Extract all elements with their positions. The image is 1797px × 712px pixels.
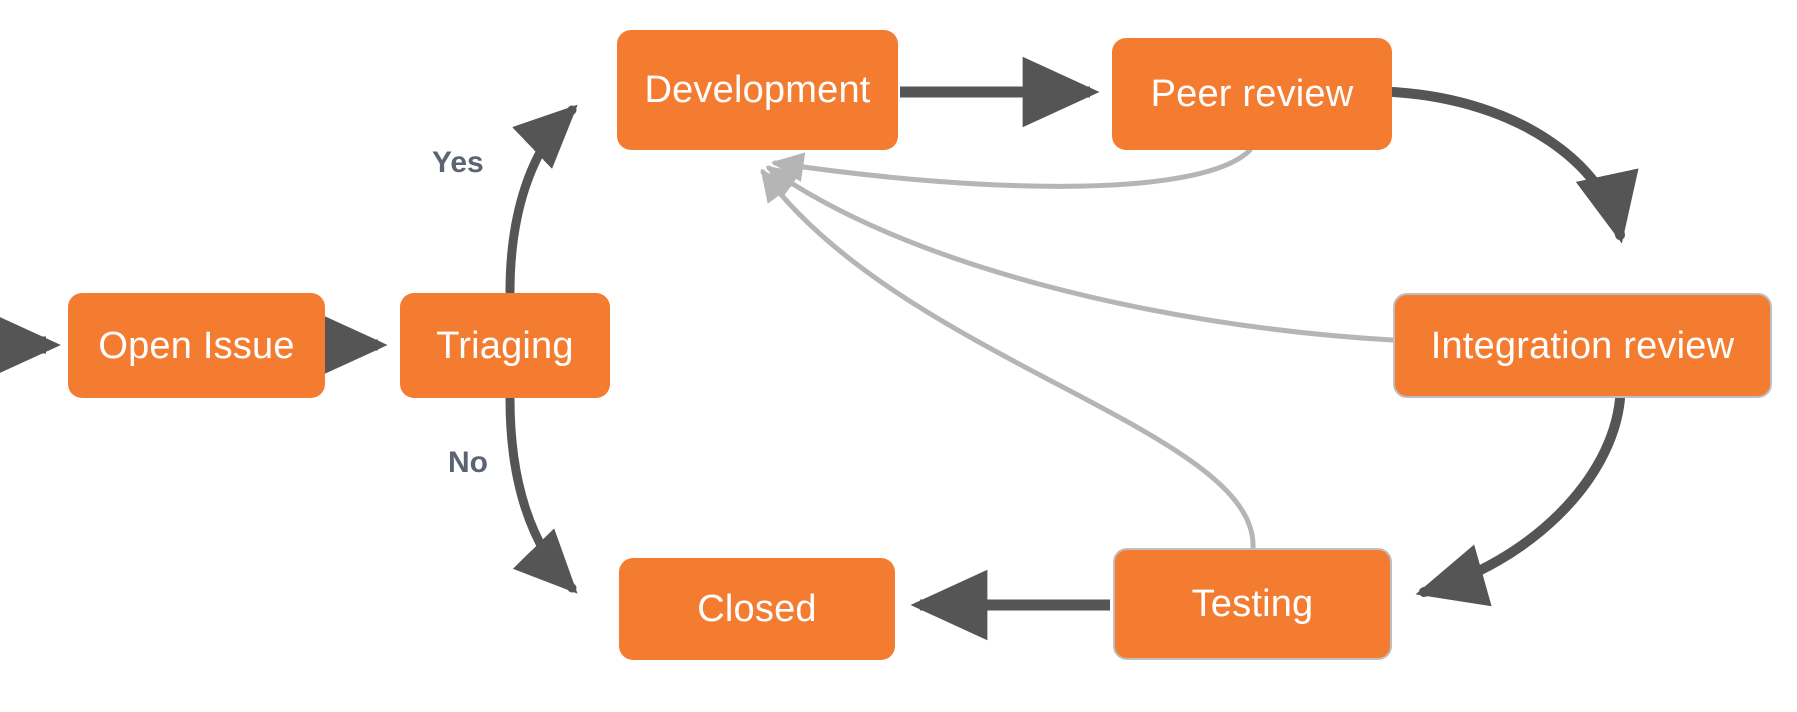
edge-triaging-to-development — [505, 104, 578, 297]
edge-triaging-to-closed — [505, 394, 578, 594]
node-label: Testing — [1191, 583, 1314, 625]
edge-label-no: No — [448, 446, 488, 479]
node-label: Closed — [697, 588, 817, 630]
edge-label-yes: Yes — [432, 146, 484, 179]
node-label: Integration review — [1430, 324, 1735, 367]
edge-integration-review-to-development — [765, 165, 1395, 343]
node-label: Peer review — [1150, 73, 1354, 115]
node-integration-review[interactable]: Integration review — [1393, 293, 1772, 398]
edge-integration-review-to-testing — [1415, 394, 1625, 607]
node-label: Development — [644, 69, 871, 111]
node-triaging[interactable]: Triaging — [400, 293, 610, 398]
node-label: Triaging — [436, 324, 574, 367]
node-closed[interactable]: Closed — [619, 558, 895, 660]
node-testing[interactable]: Testing — [1113, 548, 1392, 660]
edge-peer-review-to-integration-review — [1388, 87, 1639, 244]
node-peer-review[interactable]: Peer review — [1112, 38, 1392, 150]
node-development[interactable]: Development — [617, 30, 898, 150]
node-open-issue[interactable]: Open Issue — [68, 293, 325, 398]
edge-peer-review-to-development — [770, 147, 1253, 189]
edge-testing-to-development — [760, 168, 1256, 551]
node-label: Open Issue — [98, 324, 295, 367]
